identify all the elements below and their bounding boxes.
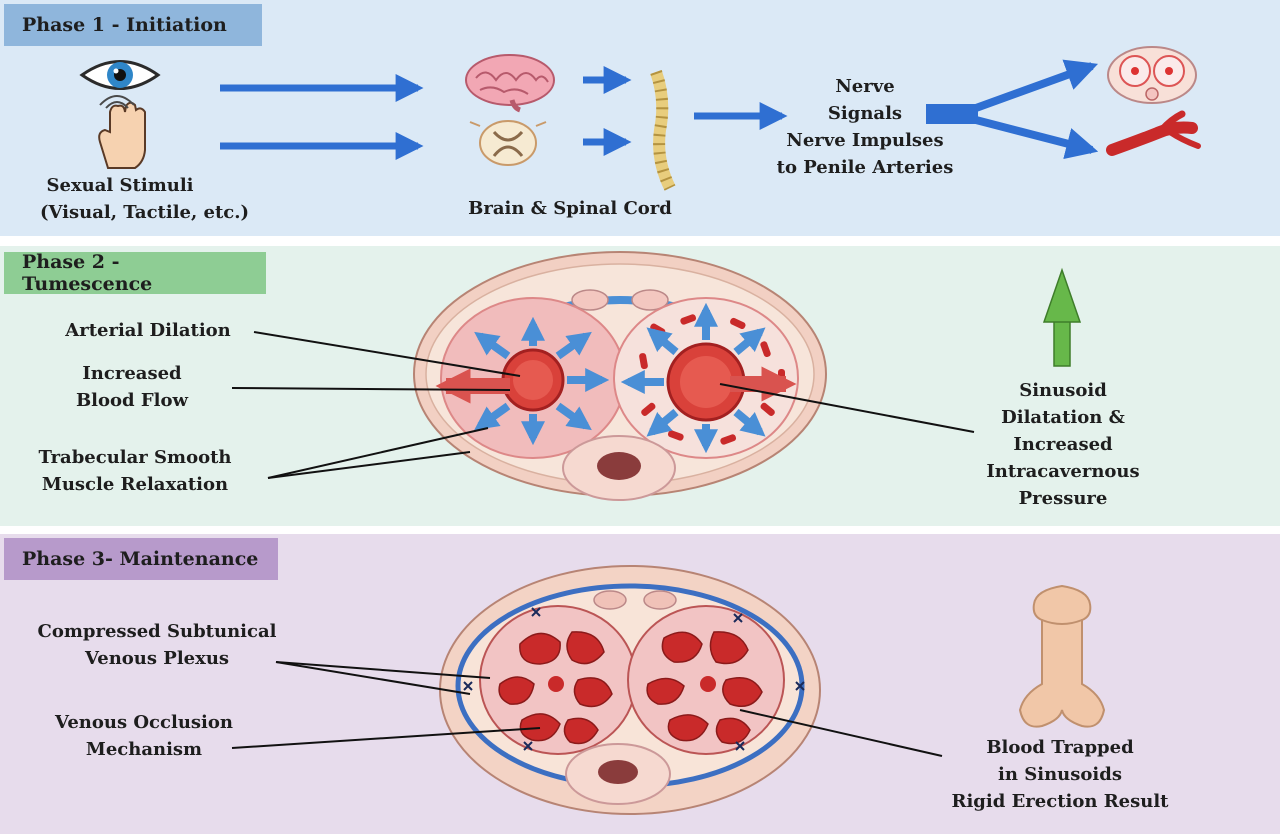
phase-1-title: Phase 1 - Initiation xyxy=(4,4,262,46)
brain-spinal-label: Brain & Spinal Cord xyxy=(468,198,672,219)
erect-penis-icon xyxy=(1018,584,1106,728)
blood-flow-line-2: Blood Flow xyxy=(75,390,189,411)
trabecular-label: Trabecular Smooth Muscle Relaxation xyxy=(30,444,240,498)
nerve-label-line-4: to Penile Arteries xyxy=(776,157,954,178)
phase-3-leader-lines xyxy=(231,661,943,757)
compressed-line-1: Compressed Subtunical xyxy=(37,621,277,642)
sinusoid-label: Sinusoid Dilatation & Increased Intracav… xyxy=(978,377,1148,512)
phase-3-title: Phase 3- Maintenance xyxy=(4,538,278,580)
occlusion-line-1: Venous Occlusion xyxy=(55,712,233,733)
stimuli-label-line-2: (Visual, Tactile, etc.) xyxy=(40,202,250,223)
right-radial-arrows xyxy=(620,302,766,454)
nerve-label-line-1: Nerve xyxy=(835,76,895,97)
phase-2-graphics xyxy=(231,251,1082,501)
trabecular-line-2: Muscle Relaxation xyxy=(41,474,229,495)
blood-trapped-label: Blood Trapped in Sinusoids Rigid Erectio… xyxy=(945,734,1175,815)
sinusoid-line-3: Increased xyxy=(1013,434,1113,455)
sinusoid-line-1: Sinusoid xyxy=(1019,380,1107,401)
phase-2-panel: Phase 2 - Tumescence xyxy=(0,246,1280,526)
engorged-sinusoids xyxy=(498,631,763,745)
brain-icon xyxy=(465,54,555,113)
nerve-label-line-3: Nerve Impulses xyxy=(786,130,944,151)
sinusoid-line-5: Pressure xyxy=(1018,488,1108,509)
phase-3-graphics xyxy=(231,565,1106,815)
compressed-plexus-label: Compressed Subtunical Venous Plexus xyxy=(32,618,282,672)
compressed-line-2: Venous Plexus xyxy=(84,648,230,669)
trapped-line-2: in Sinusoids xyxy=(998,764,1122,785)
nerve-label-line-2: Signals xyxy=(827,103,903,124)
spinal-cord-section-icon xyxy=(469,120,547,166)
eye-icon xyxy=(79,60,161,90)
right-central-artery xyxy=(700,676,716,692)
nerve-signals-label: Nerve Signals Nerve Impulses to Penile A… xyxy=(770,73,960,181)
trabecular-line-1: Trabecular Smooth xyxy=(38,447,232,468)
blood-flow-line-1: Increased xyxy=(82,363,182,384)
penis-cross-section-icon xyxy=(1107,46,1197,104)
stimuli-label-line-1: Sexual Stimuli xyxy=(46,175,194,196)
phase-1-panel: Phase 1 - Initiation xyxy=(0,0,1280,236)
pressure-arrow xyxy=(1042,267,1082,367)
blood-flow-label: Increased Blood Flow xyxy=(52,360,212,414)
touch-hand-icon xyxy=(98,95,146,169)
phase-3-panel: Phase 3- Maintenance xyxy=(0,534,1280,834)
trapped-line-3: Rigid Erection Result xyxy=(951,791,1169,812)
phase-1-graphics xyxy=(79,46,1201,191)
sinusoid-line-4: Intracavernous xyxy=(986,461,1140,482)
occlusion-line-2: Mechanism xyxy=(85,739,203,760)
venous-occlusion-label: Venous Occlusion Mechanism xyxy=(44,709,244,763)
artery-icon xyxy=(1106,110,1201,156)
maintenance-cross-section xyxy=(439,565,821,815)
left-central-artery xyxy=(548,676,564,692)
split-arrow xyxy=(926,59,1099,160)
phase-2-title: Phase 2 - Tumescence xyxy=(4,251,266,295)
occlusion-marks xyxy=(463,607,805,751)
spine-icon xyxy=(650,69,676,191)
phase-2-leader-lines xyxy=(231,331,975,479)
stimuli-arrows xyxy=(220,74,424,160)
stimuli-label: Sexual Stimuli (Visual, Tactile, etc.) xyxy=(40,172,250,226)
sinusoid-line-2: Dilatation & xyxy=(1001,407,1125,428)
left-radial-arrows xyxy=(474,316,610,446)
trapped-line-1: Blood Trapped xyxy=(986,737,1134,758)
arterial-dilation-label: Arterial Dilation xyxy=(65,320,231,341)
